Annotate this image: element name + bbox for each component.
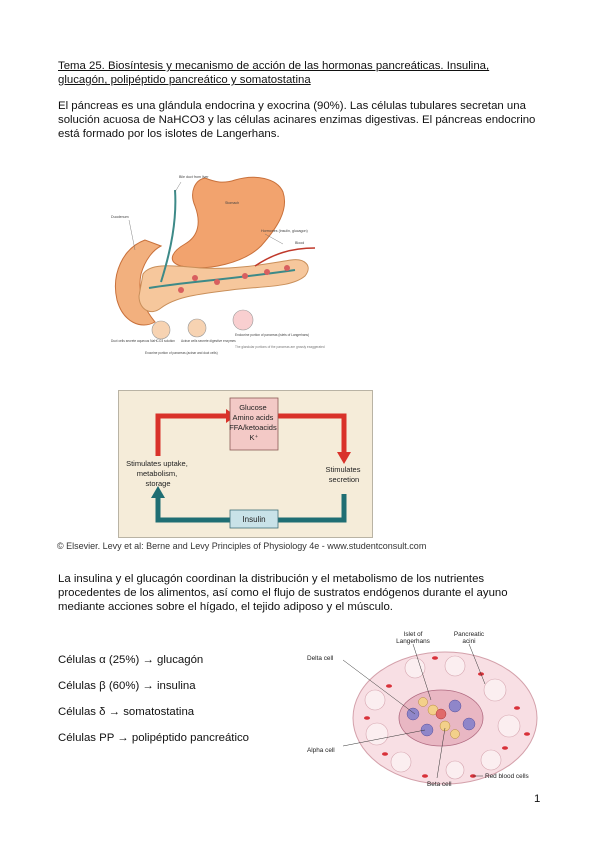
label-alpha-cell: Alpha cell xyxy=(307,747,335,754)
label-duodenum: Duodenum xyxy=(111,215,129,219)
insulin-box xyxy=(229,509,279,529)
stomach-shape xyxy=(171,176,285,269)
paragraph-intro: El páncreas es una glándula endocrina y … xyxy=(58,100,536,140)
label-red-blood-cells: Red blood cells xyxy=(485,773,529,780)
nutrients-box xyxy=(229,397,279,451)
duodenum-shape xyxy=(115,239,163,326)
label-beta-cell: Beta cell xyxy=(427,781,452,788)
insulin-label: Insulin xyxy=(242,515,265,524)
bile-duct xyxy=(160,189,177,283)
pancreatic-duct xyxy=(148,269,296,289)
cell-alpha: Células α (25%) → glucagón xyxy=(58,654,204,666)
label-endocrine: Endocrine portion of pancreas (islets of… xyxy=(235,333,309,337)
paragraph-insulin-glucagon: La insulina y el glucagón coordinan la d… xyxy=(58,573,508,613)
label-exaggerated: The glandular portions of the pancreas a… xyxy=(235,345,325,349)
figure-caption: © Elsevier. Levy et al: Berne and Levy P… xyxy=(57,541,427,551)
cell-beta: Células β (60%) → insulina xyxy=(58,680,196,692)
pancreas-anatomy-figure: Bile duct from liver Stomach Duodenum Ho… xyxy=(111,175,325,355)
label-delta-cell: Delta cell xyxy=(307,655,333,662)
label-hormones: Hormones (insulin, glucagon) xyxy=(261,229,308,233)
label-blood: Blood xyxy=(295,241,304,245)
stimulates-secretion-label: Stimulates secretion xyxy=(325,465,362,484)
stimulates-uptake-label: Stimulates uptake, metabolism, storage xyxy=(126,459,190,488)
insulin-feedback-diagram: Glucose Amino acids FFA/ketoacids K⁺ Ins… xyxy=(118,390,373,538)
label-exocrine: Exocrine portion of pancreas (acinar and… xyxy=(145,351,218,355)
label-acinar-cells: Acinar cells secrete digestive enzymes xyxy=(181,339,236,343)
label-duct-cells: Duct cells secrete aqueous NaHCO3 soluti… xyxy=(111,339,175,343)
blood-vessel xyxy=(254,247,316,267)
cell-delta: Células δ → somatostatina xyxy=(58,706,195,718)
label-stomach: Stomach xyxy=(225,201,239,205)
cell-pp: Células PP → polipéptido pancreático xyxy=(58,732,250,744)
nutrients-text: Glucose Amino acids FFA/ketoacids K⁺ xyxy=(229,403,279,442)
label-bile-duct: Bile duct from liver xyxy=(179,175,209,179)
document-title: Tema 25. Biosíntesis y mecanismo de acci… xyxy=(58,60,490,86)
page-number: 1 xyxy=(534,793,541,805)
